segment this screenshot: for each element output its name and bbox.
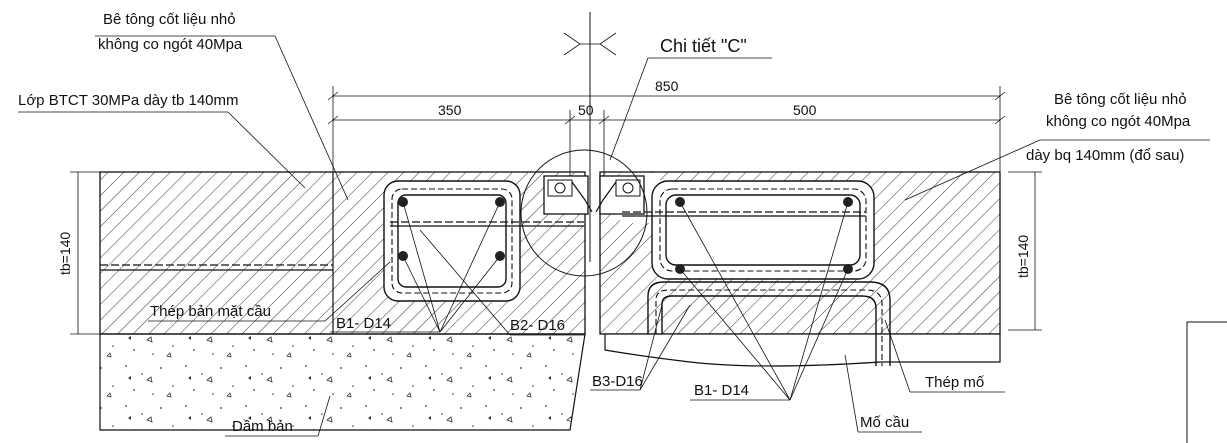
deck-steel-label: Thép bản mặt cầu xyxy=(150,303,271,320)
joint-hardware-right xyxy=(595,175,645,215)
dim-left: 350 xyxy=(438,102,462,118)
detail-c-label: Chi tiết "C" xyxy=(660,36,747,56)
dim-gap: 50 xyxy=(578,102,594,118)
concrete-right-label-1: Bê tông cốt liệu nhỏ xyxy=(1054,91,1187,108)
abutment-steel-label: Thép mố xyxy=(925,374,985,391)
joint-gap xyxy=(586,172,599,334)
labels: Bê tông cốt liệu nhỏ không co ngót 40Mpa… xyxy=(18,11,1191,435)
partial-frame xyxy=(1186,321,1227,443)
dim-right: 500 xyxy=(793,102,817,118)
concrete-right-label-2: không co ngót 40Mpa xyxy=(1046,113,1191,130)
dimension-texts: 850 350 50 500 tb=140 tb=140 xyxy=(57,78,1031,278)
concrete-top-label-2: không co ngót 40Mpa xyxy=(98,36,243,53)
slab-beam-label: Dầm bản xyxy=(232,418,293,435)
dim-thickness-left: tb=140 xyxy=(57,232,73,275)
dim-total: 850 xyxy=(655,78,679,94)
concrete-top-label-1: Bê tông cốt liệu nhỏ xyxy=(103,11,236,28)
rebar-b3-label: B3-D16 xyxy=(592,373,643,390)
left-rebar-cage xyxy=(383,180,584,302)
rebar-b1-right-label: B1- D14 xyxy=(694,382,749,399)
concrete-right-label-3: dày bq 140mm (đổ sau) xyxy=(1026,147,1184,164)
joint-hardware-left xyxy=(543,175,593,215)
abutment-label: Mố cầu xyxy=(860,414,909,431)
dimension-lines xyxy=(70,86,1042,335)
slab-layer-label: Lớp BTCT 30MPa dày tb 140mm xyxy=(18,92,239,109)
leader-lines xyxy=(18,35,1210,437)
rebar-b1-left-label: B1- D14 xyxy=(336,315,391,332)
rebar-b2-label: B2- D16 xyxy=(510,317,565,334)
centerline xyxy=(563,12,617,262)
dim-thickness-right: tb=140 xyxy=(1015,235,1031,278)
slab-beam-body xyxy=(99,333,586,431)
detail-c-circle xyxy=(520,149,648,277)
